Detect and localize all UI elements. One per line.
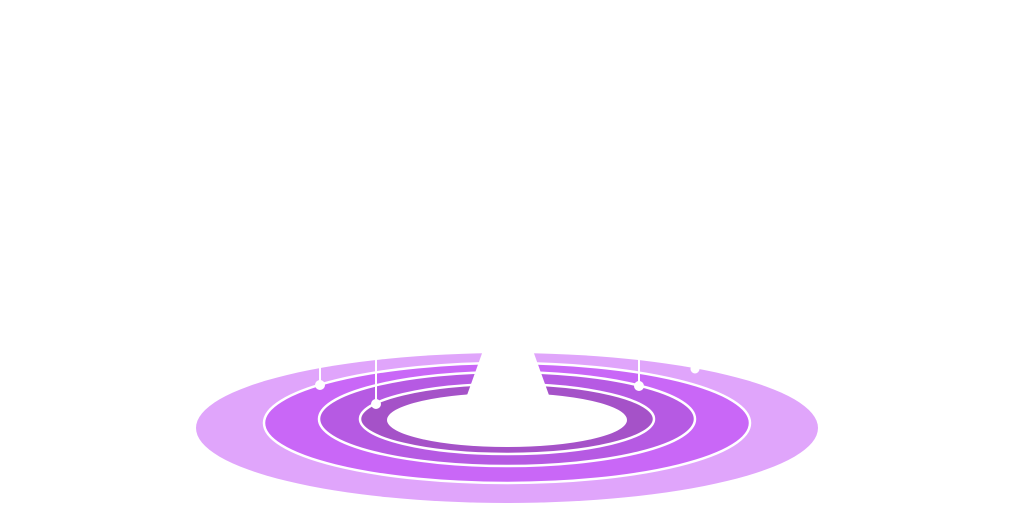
center-spike [466, 345, 550, 398]
marker-dot-3 [634, 381, 644, 391]
ring-center [387, 393, 627, 447]
marker-dot-1 [315, 380, 325, 390]
marker-dot-4 [690, 364, 700, 374]
markers [315, 358, 700, 409]
marker-dot-2 [371, 399, 381, 409]
